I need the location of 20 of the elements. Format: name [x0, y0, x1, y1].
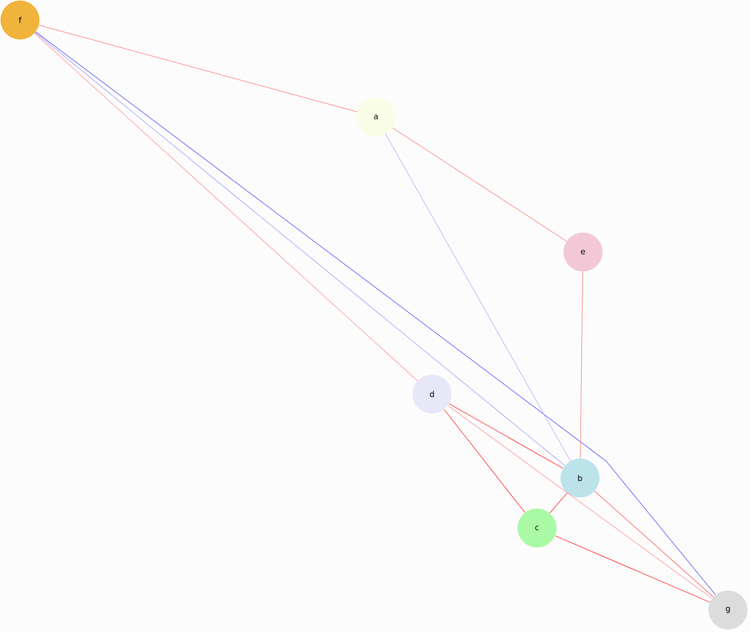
graph-node: g — [708, 590, 748, 630]
edge-line — [444, 409, 526, 513]
edge-line — [35, 32, 716, 596]
edge-line — [550, 492, 568, 514]
graph-node: e — [564, 232, 602, 272]
edge-line — [385, 134, 571, 462]
edge-line — [594, 490, 714, 598]
edge-line — [38, 24, 358, 112]
edge-line — [448, 405, 712, 599]
edge-line — [34, 32, 418, 382]
edge-line — [34, 32, 566, 466]
graph-node: c — [518, 508, 556, 548]
edge-line — [392, 127, 567, 242]
edge-line — [448, 403, 564, 469]
graph-node: a — [356, 98, 396, 136]
edge-line — [554, 535, 710, 603]
graph-node: d — [412, 374, 452, 414]
graph-node: f — [0, 0, 40, 40]
edge-line — [580, 271, 584, 459]
graph-node: b — [560, 458, 600, 498]
